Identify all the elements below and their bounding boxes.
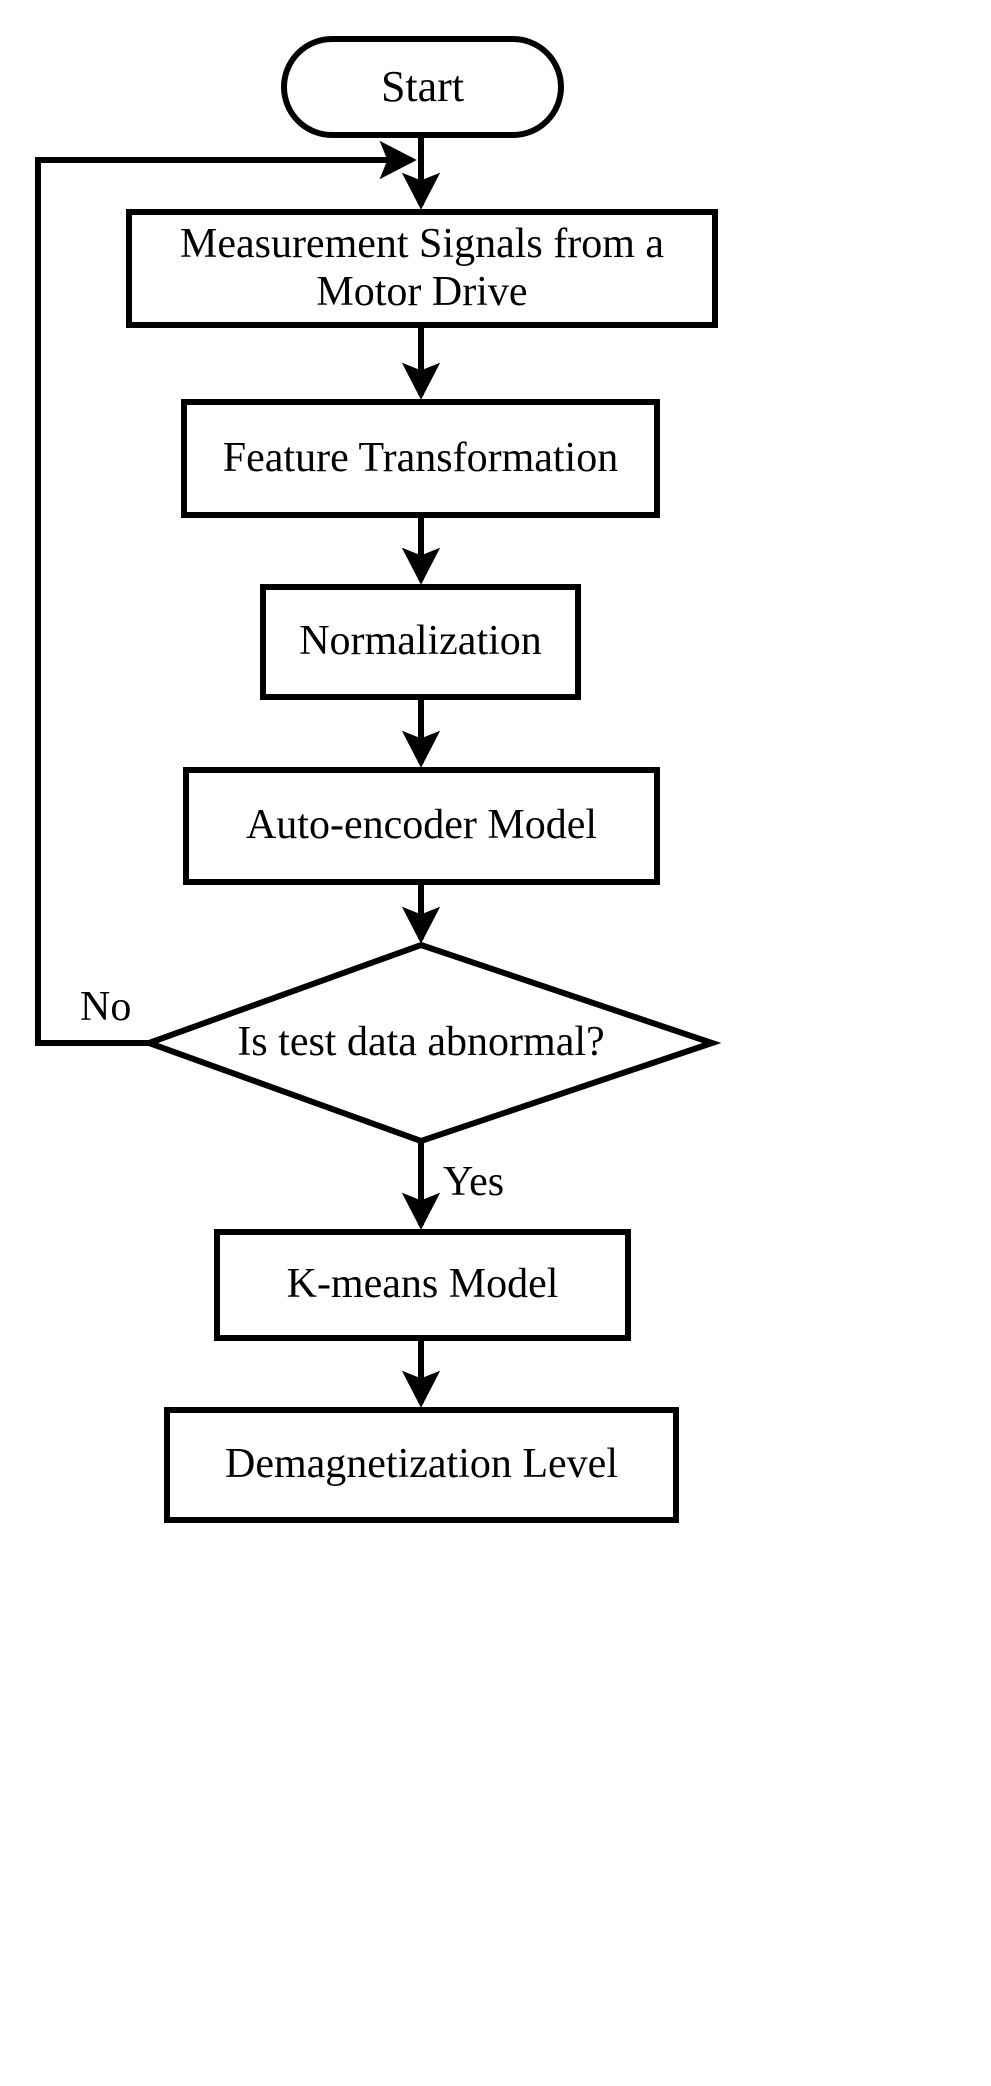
edge-label-no: No [80,984,132,1030]
node-normalization-shape[interactable] [260,584,581,700]
node-kmeans-shape[interactable] [214,1229,631,1341]
node-decision-shape[interactable] [140,941,722,1145]
node-autoencoder-shape[interactable] [183,767,660,885]
node-start-shape[interactable] [281,36,564,138]
node-feature-shape[interactable] [181,399,660,518]
node-demagnetization-shape[interactable] [164,1407,679,1523]
edge-label-yes: Yes [443,1159,505,1205]
node-measurement-shape[interactable] [126,209,718,328]
edge-decision-no-feedback [35,140,417,1046]
